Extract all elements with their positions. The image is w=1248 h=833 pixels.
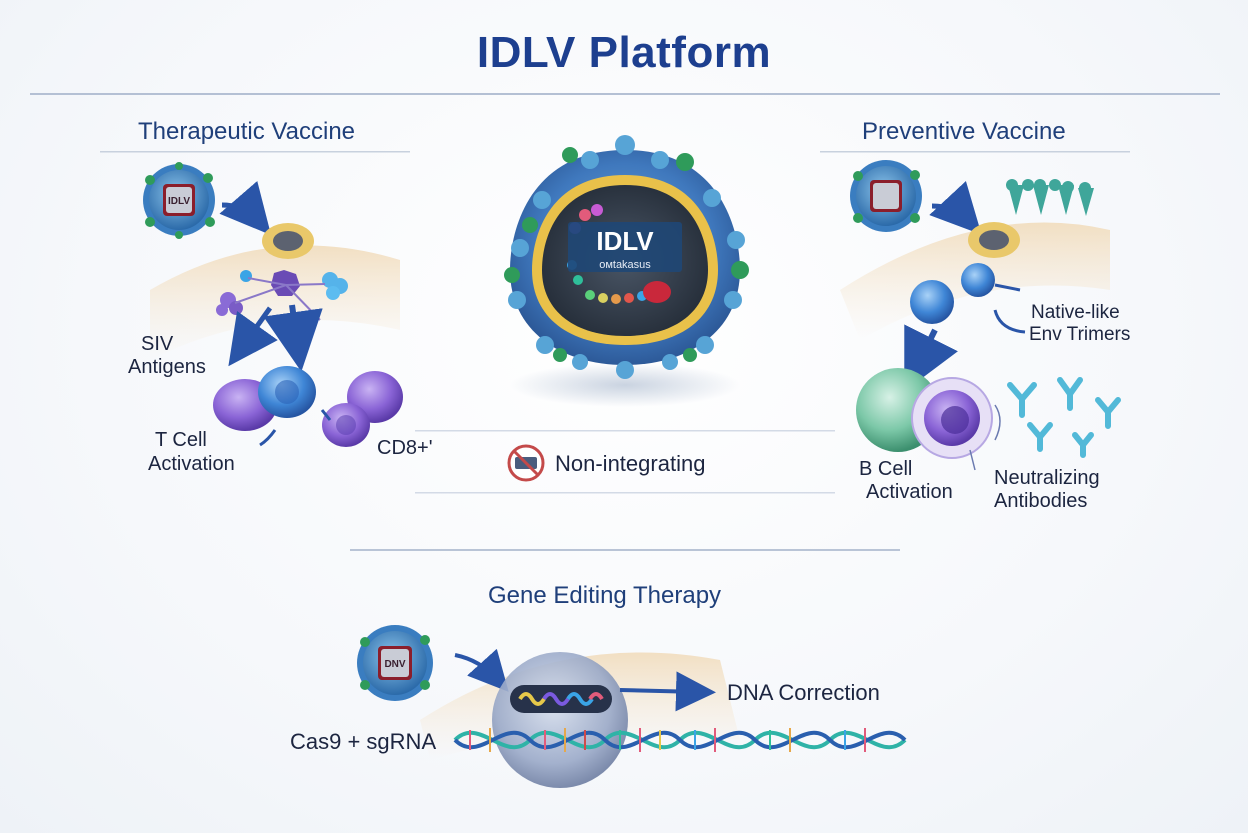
virus-label: IDLV	[596, 226, 654, 256]
therapeutic-title: Therapeutic Vaccine	[138, 118, 356, 145]
dna-correction-arrow	[619, 671, 716, 712]
therapeutic-underline	[100, 151, 410, 153]
antigens-label: Antigens	[128, 356, 206, 378]
antibodies-label-1: Neutralizing	[994, 467, 1100, 489]
gene-nucleus	[492, 652, 628, 788]
top-divider	[30, 93, 1220, 95]
antigen-burst	[216, 270, 348, 321]
cas9-complex	[510, 685, 612, 713]
gene-editing-panel: DNV	[357, 625, 907, 788]
gene-title: Gene Editing Therapy	[488, 582, 722, 609]
trimers-label-1: Native-like	[1031, 302, 1120, 323]
virus-label-plate	[568, 222, 682, 272]
no-integration-icon	[507, 444, 545, 482]
idlv-central-virus	[504, 135, 749, 407]
therapeutic-nucleus	[273, 231, 303, 251]
non-integrating-label: Non-integrating	[555, 451, 706, 476]
cas9-label: Cas9 + sgRNA	[290, 729, 437, 754]
antibodies-label-2: Antibodies	[994, 490, 1088, 512]
siv-label: SIV	[141, 333, 174, 355]
bcell-label-1: B Cell	[859, 458, 913, 480]
virus-shadow	[510, 363, 740, 407]
noninteg-bottom-line	[415, 492, 835, 494]
dna-correction-label: DNA Correction	[727, 680, 880, 705]
middle-divider	[350, 549, 900, 551]
preventive-nucleus	[979, 230, 1009, 250]
preventive-title: Preventive Vaccine	[862, 118, 1066, 145]
tcell-arrow	[263, 304, 323, 372]
virus-enzyme	[643, 281, 671, 303]
preventive-virus-icon	[850, 160, 922, 232]
trimers-label-2: Env Trimers	[1029, 324, 1131, 345]
dna-helix	[453, 728, 907, 752]
therapeutic-virus-icon: IDLV	[143, 162, 215, 239]
bcell-arrow	[904, 324, 958, 392]
therapeutic-entry-arrow	[219, 180, 272, 236]
gene-entry-arrow	[454, 648, 509, 692]
antibodies	[1007, 377, 1121, 458]
env-trimers	[1006, 179, 1094, 216]
bcell-label-2: Activation	[866, 481, 953, 503]
preventive-underline	[820, 151, 1130, 153]
noninteg-top-line	[415, 430, 835, 432]
preventive-panel	[840, 160, 1121, 471]
b-cell-small	[961, 263, 995, 297]
virus-sublabel: омtakasus	[599, 259, 651, 271]
preventive-entry-arrow	[929, 181, 982, 235]
tcell-label-2: Activation	[148, 453, 235, 475]
page-title: IDLV Platform	[476, 28, 772, 77]
cd8-label: CD8+'	[377, 437, 433, 459]
tcell-label-1: T Cell	[155, 429, 207, 451]
therapeutic-virus-badge: IDLV	[168, 196, 190, 207]
gene-virus-badge: DNV	[384, 659, 405, 670]
b-cell-medium	[910, 280, 954, 324]
sgrna-strand	[518, 692, 604, 706]
gene-virus-icon: DNV	[357, 625, 433, 701]
therapeutic-cell-membrane	[150, 245, 400, 360]
therapeutic-panel: IDLV	[143, 162, 403, 447]
